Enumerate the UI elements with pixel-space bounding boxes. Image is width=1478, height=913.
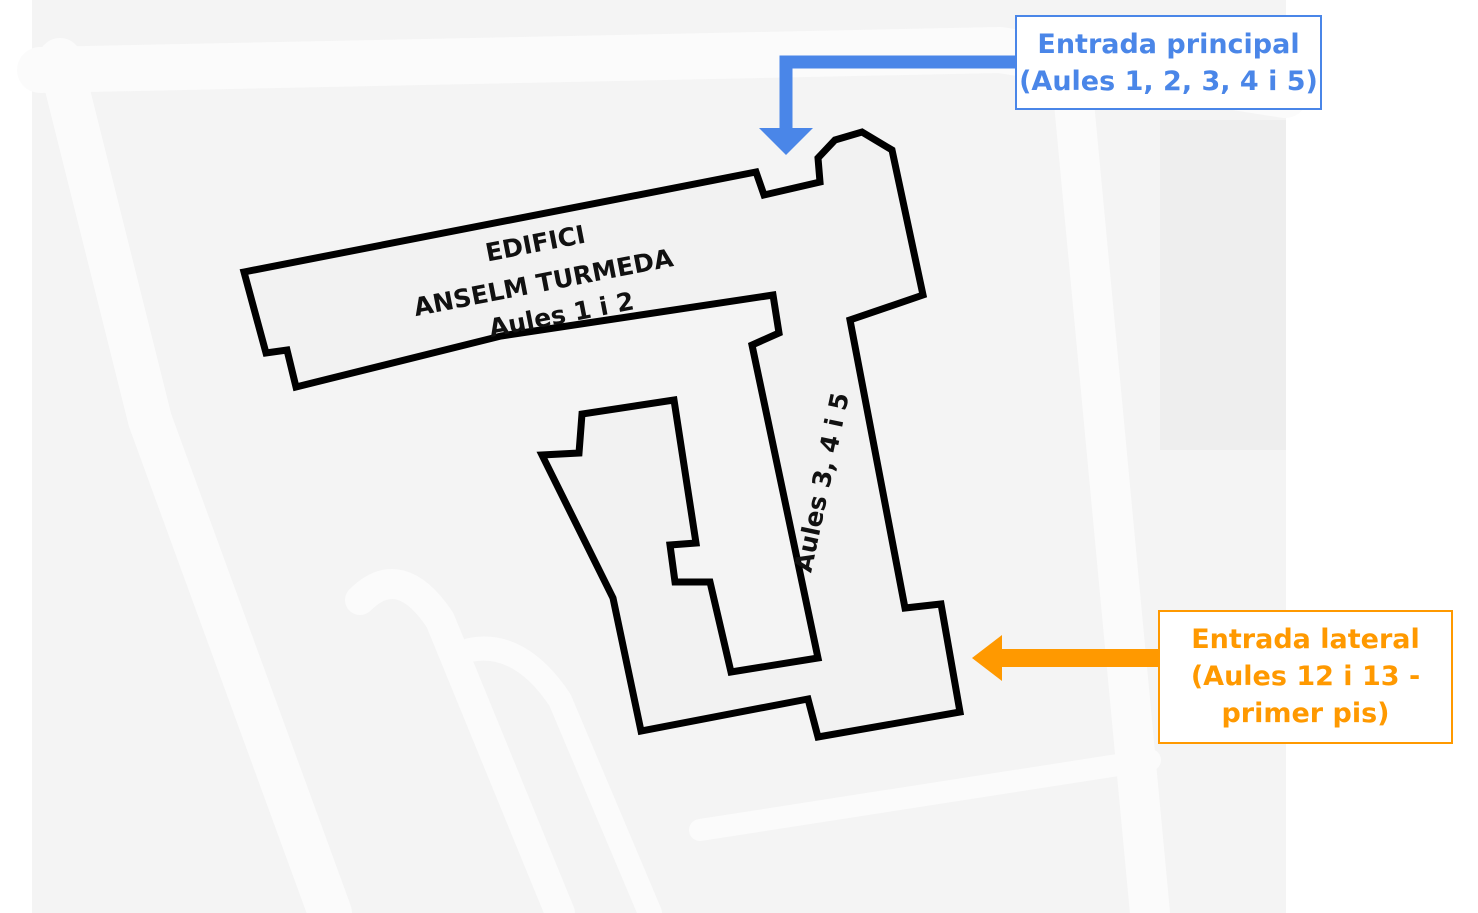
- main-entrance-arrow-line: [779, 55, 1016, 130]
- main-entrance-arrow: [759, 55, 1016, 155]
- main-entrance-callout: Entrada principal (Aules 1, 2, 3, 4 i 5): [1015, 15, 1322, 110]
- side-entrance-floor: primer pis): [1221, 698, 1390, 729]
- path-south-loop: [458, 636, 662, 913]
- main-entrance-rooms: (Aules 1, 2, 3, 4 i 5): [1019, 66, 1318, 97]
- street-west-diagonal: [38, 38, 352, 913]
- building-outline: [239, 128, 965, 742]
- main-entrance-arrow-head: [759, 128, 813, 155]
- neighbour-building: [1160, 120, 1286, 450]
- side-entrance-title: Entrada lateral: [1191, 624, 1420, 655]
- side-entrance-callout: Entrada lateral (Aules 12 i 13 - primer …: [1158, 610, 1453, 744]
- side-entrance-arrow-head: [972, 635, 1002, 681]
- main-entrance-title: Entrada principal: [1037, 29, 1300, 60]
- path-southeast: [689, 749, 1161, 841]
- path-south-curve: [345, 569, 575, 913]
- side-entrance-arrow: [972, 635, 1160, 681]
- side-entrance-rooms: (Aules 12 i 13 -: [1190, 661, 1421, 692]
